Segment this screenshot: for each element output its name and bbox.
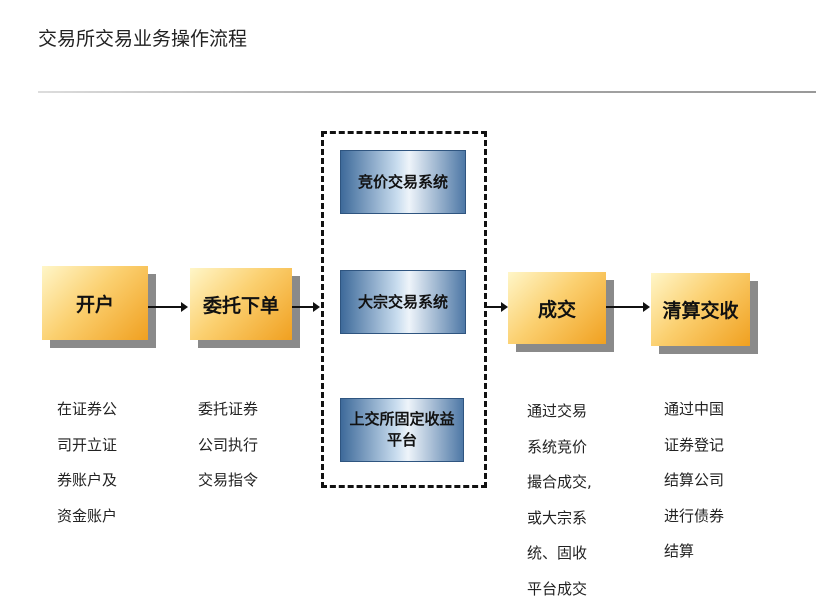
desc-line: 或大宗系 bbox=[527, 508, 588, 527]
desc-line: 通过中国 bbox=[664, 400, 725, 418]
desc-line: 结算公司 bbox=[664, 471, 725, 489]
desc-line: 资金账户 bbox=[57, 506, 118, 525]
desc-order: 委托证券 公司执行 交易指令 bbox=[198, 392, 288, 499]
desc-line: 系统竞价 bbox=[527, 437, 588, 456]
system-block: 大宗交易系统 bbox=[340, 270, 466, 334]
desc-line: 公司执行 bbox=[198, 435, 259, 454]
desc-line: 统、固收 bbox=[527, 544, 588, 562]
desc-line: 交易指令 bbox=[198, 471, 259, 489]
desc-line: 平台成交 bbox=[527, 579, 588, 598]
desc-line: 结算 bbox=[664, 542, 695, 560]
arrow bbox=[148, 302, 188, 312]
arrow bbox=[606, 302, 650, 312]
desc-line: 在证券公 bbox=[57, 400, 118, 418]
system-auction: 竞价交易系统 bbox=[340, 150, 466, 214]
step-place-order: 委托下单 bbox=[190, 268, 292, 340]
step-deal: 成交 bbox=[508, 272, 606, 344]
step-open-account: 开户 bbox=[42, 266, 148, 340]
desc-settle: 通过中国 证券登记 结算公司 进行债券 结算 bbox=[664, 392, 754, 570]
desc-open: 在证券公 司开立证 券账户及 资金账户 bbox=[57, 392, 147, 534]
desc-line: 司开立证 bbox=[57, 435, 118, 454]
system-fixed-income: 上交所固定收益平台 bbox=[340, 398, 464, 462]
desc-line: 委托证券 bbox=[198, 400, 259, 418]
divider bbox=[38, 91, 816, 93]
desc-line: 券账户及 bbox=[57, 471, 118, 489]
desc-line: 通过交易 bbox=[527, 402, 588, 420]
desc-deal: 通过交易 系统竞价 撮合成交, 或大宗系 统、固收 平台成交 bbox=[527, 394, 617, 607]
trading-systems-group bbox=[321, 131, 487, 488]
arrow bbox=[292, 302, 320, 312]
page-title: 交易所交易业务操作流程 bbox=[38, 28, 248, 50]
desc-line: 进行债券 bbox=[664, 506, 725, 525]
step-settlement: 清算交收 bbox=[651, 273, 750, 346]
desc-line: 撮合成交, bbox=[527, 473, 592, 491]
arrow bbox=[486, 302, 508, 312]
desc-line: 证券登记 bbox=[664, 435, 725, 454]
